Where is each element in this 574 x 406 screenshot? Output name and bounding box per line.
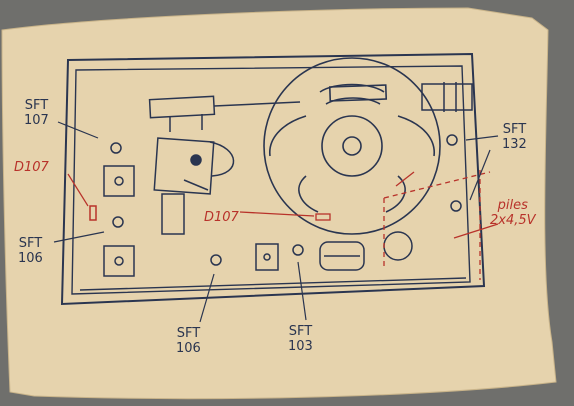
ferrite-assembly: [148, 95, 301, 235]
label-d107-center: D107: [204, 210, 239, 225]
red-markings: [239, 170, 499, 280]
left-components: [89, 142, 135, 277]
speaker: [263, 57, 441, 235]
inner-frame: [71, 65, 471, 295]
tuning-capacitor: [421, 82, 473, 112]
ground-line: [79, 277, 467, 291]
leader-lines: [53, 121, 499, 323]
label-piles: piles 2x4,5V: [490, 198, 536, 228]
label-sft-103-bottom: SFT 103: [288, 324, 313, 354]
label-d107-left: D107: [14, 160, 49, 175]
label-sft-106-bottom: SFT 106: [176, 326, 201, 356]
label-sft-106-left: SFT 106: [18, 236, 43, 266]
label-sft-107: SFT 107: [24, 98, 49, 128]
outer-frame: [60, 52, 486, 306]
label-sft-132: SFT 132: [502, 122, 527, 152]
